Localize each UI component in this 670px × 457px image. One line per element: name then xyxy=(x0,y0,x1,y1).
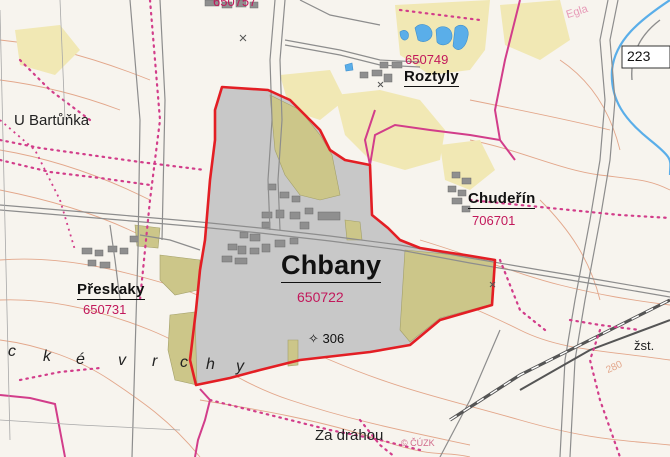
river xyxy=(610,0,670,175)
chuderin-name[interactable]: Chudeřín xyxy=(468,190,536,209)
top-cadastral-code: 650757 xyxy=(213,0,257,9)
preskaky-code: 650731 xyxy=(83,302,127,317)
ceske-vrchy-letter: y xyxy=(236,358,244,375)
roztyly-name[interactable]: Roztyly xyxy=(404,68,459,87)
ceske-vrchy-letter: k xyxy=(43,348,51,365)
parcel-lines xyxy=(0,0,181,441)
copyright-label: © ČÚZK xyxy=(401,438,435,448)
ceske-vrchy-letter: v xyxy=(118,352,126,369)
buildings xyxy=(81,0,472,269)
spot-height: ✧ 306 xyxy=(308,331,344,347)
chbany-name[interactable]: Chbany xyxy=(281,250,382,283)
za-drahou-label: Za dráhou xyxy=(315,427,384,444)
chbany-code: 650722 xyxy=(297,289,344,305)
ceske-vrchy-letter: r xyxy=(152,353,158,370)
ceske-vrchy-letter: é xyxy=(76,351,85,368)
cross-markers xyxy=(239,34,496,288)
roztyly-code: 650749 xyxy=(405,52,449,67)
preskaky-name[interactable]: Přeskaky xyxy=(77,281,145,300)
chuderin-code: 706701 xyxy=(472,213,516,228)
ceske-vrchy-letter: c xyxy=(180,354,188,371)
u-bartunka-label: U Bartůňka xyxy=(14,112,90,129)
spot-height-marker-icon: ✧ xyxy=(308,331,319,346)
station-label: žst. xyxy=(634,338,655,353)
spot-height-value: 306 xyxy=(322,331,345,346)
cadastral-borders xyxy=(0,0,521,457)
road-number-sign xyxy=(621,45,670,69)
chbany-outline xyxy=(188,85,497,387)
ceske-vrchy-letter: c xyxy=(8,343,16,360)
ceske-vrchy-letter: h xyxy=(206,356,215,373)
railway xyxy=(449,298,670,422)
garden-areas xyxy=(134,94,496,386)
road-number-label: 223 xyxy=(627,48,651,64)
